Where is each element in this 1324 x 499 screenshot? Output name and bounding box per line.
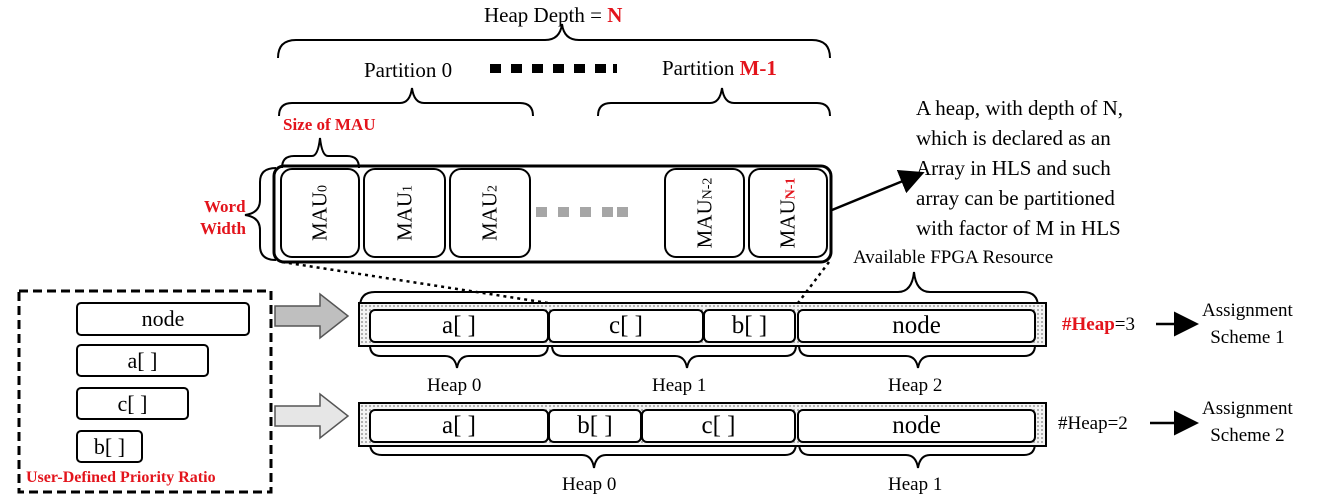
annotation-text: A heap, with depth of N, which is declar… xyxy=(916,93,1123,243)
mau-size-brace xyxy=(281,137,360,169)
priority-item-c: c[ ] xyxy=(76,387,189,420)
annotation-line: array can be partitioned xyxy=(916,186,1115,210)
word-width-brace xyxy=(244,167,277,261)
fpga-resource-label: Available FPGA Resource xyxy=(853,247,1054,268)
mau-ellipsis xyxy=(536,207,628,217)
mau-label: MAU1 xyxy=(392,184,416,242)
heap-depth-prefix: Heap Depth = xyxy=(484,3,608,27)
partition-m1-brace xyxy=(597,87,831,117)
priority-item-b: b[ ] xyxy=(76,430,143,463)
mau-cell: MAU0 xyxy=(280,168,360,258)
partition-last-value: M-1 xyxy=(739,56,777,80)
zoom-line-left xyxy=(281,260,549,305)
scheme2-cell-b: b[ ] xyxy=(548,409,642,443)
scheme2-cell-node: node xyxy=(797,409,1036,443)
assignment-label: Assignment xyxy=(1202,300,1293,321)
mau-cell: MAU2 xyxy=(449,168,531,258)
heap-depth-brace xyxy=(277,23,831,59)
mau-cell: MAUN-2 xyxy=(664,168,745,258)
annotation-line: which is declared as an xyxy=(916,126,1111,150)
partition-0-brace xyxy=(278,87,534,117)
partition-0-label: Partition 0 xyxy=(364,58,453,82)
priority-box xyxy=(17,289,273,494)
mau-label: MAUN-1 xyxy=(775,177,800,249)
block-arrow-1 xyxy=(274,292,350,340)
mau-size-label: Size of MAU xyxy=(283,115,376,134)
annotation-line: A heap, with depth of N, xyxy=(916,96,1124,120)
word-width-line1: Word xyxy=(204,197,246,216)
heap-depth-label: Heap Depth = N xyxy=(484,5,622,26)
scheme1-cell-a: a[ ] xyxy=(369,309,549,343)
scheme2-heap-1: Heap 1 xyxy=(888,474,943,495)
assignment-scheme-2: Assignment Scheme 2 xyxy=(1202,395,1293,449)
partition-ellipsis xyxy=(490,64,617,73)
heap-depth-value: N xyxy=(607,3,623,27)
scheme1-cell-b: b[ ] xyxy=(703,309,796,343)
scheme1-heap-2: Heap 2 xyxy=(888,375,943,396)
partition-last-prefix: Partition xyxy=(662,56,740,80)
scheme2-heap-0: Heap 0 xyxy=(562,474,617,495)
mau-label: MAU2 xyxy=(477,184,502,242)
scheme2-heap-count: #Heap=2 xyxy=(1058,413,1128,434)
annotation-line: with factor of M in HLS xyxy=(916,216,1121,240)
mau-label: MAUN-2 xyxy=(692,177,716,249)
assignment-scheme-name: Scheme 1 xyxy=(1210,327,1285,348)
priority-item-a: a[ ] xyxy=(76,344,209,377)
mau-cell: MAU1 xyxy=(363,168,446,258)
annotation-line: Array in HLS and such xyxy=(916,156,1111,180)
assignment-scheme-name: Scheme 2 xyxy=(1210,425,1285,446)
annotation-arrow xyxy=(831,170,925,212)
zoom-line-right xyxy=(797,261,830,304)
mau-label: MAU0 xyxy=(307,184,332,242)
scheme1-heap-count-label: #Heap xyxy=(1062,314,1115,335)
fpga-brace xyxy=(359,271,1039,308)
assignment-label: Assignment xyxy=(1202,398,1293,419)
scheme1-cell-node: node xyxy=(797,309,1036,343)
scheme1-heap-0: Heap 0 xyxy=(427,375,482,396)
word-width-line2: Width xyxy=(200,219,246,238)
scheme1-heap-count-value: =3 xyxy=(1114,314,1135,335)
priority-caption: User-Defined Priority Ratio xyxy=(26,469,216,486)
scheme2-cell-c: c[ ] xyxy=(641,409,796,443)
priority-item-node: node xyxy=(76,302,250,336)
mau-cell: MAUN-1 xyxy=(748,168,828,258)
block-arrow-2 xyxy=(274,392,350,440)
scheme1-heap-1: Heap 1 xyxy=(652,375,707,396)
scheme1-cell-c: c[ ] xyxy=(548,309,704,343)
assignment-scheme-1: Assignment Scheme 1 xyxy=(1202,297,1293,351)
scheme2-cell-a: a[ ] xyxy=(369,409,549,443)
heap-array-outline xyxy=(272,164,833,264)
scheme1-heap-count: #Heap=3 xyxy=(1062,315,1135,334)
partition-last-label: Partition M-1 xyxy=(662,58,777,79)
